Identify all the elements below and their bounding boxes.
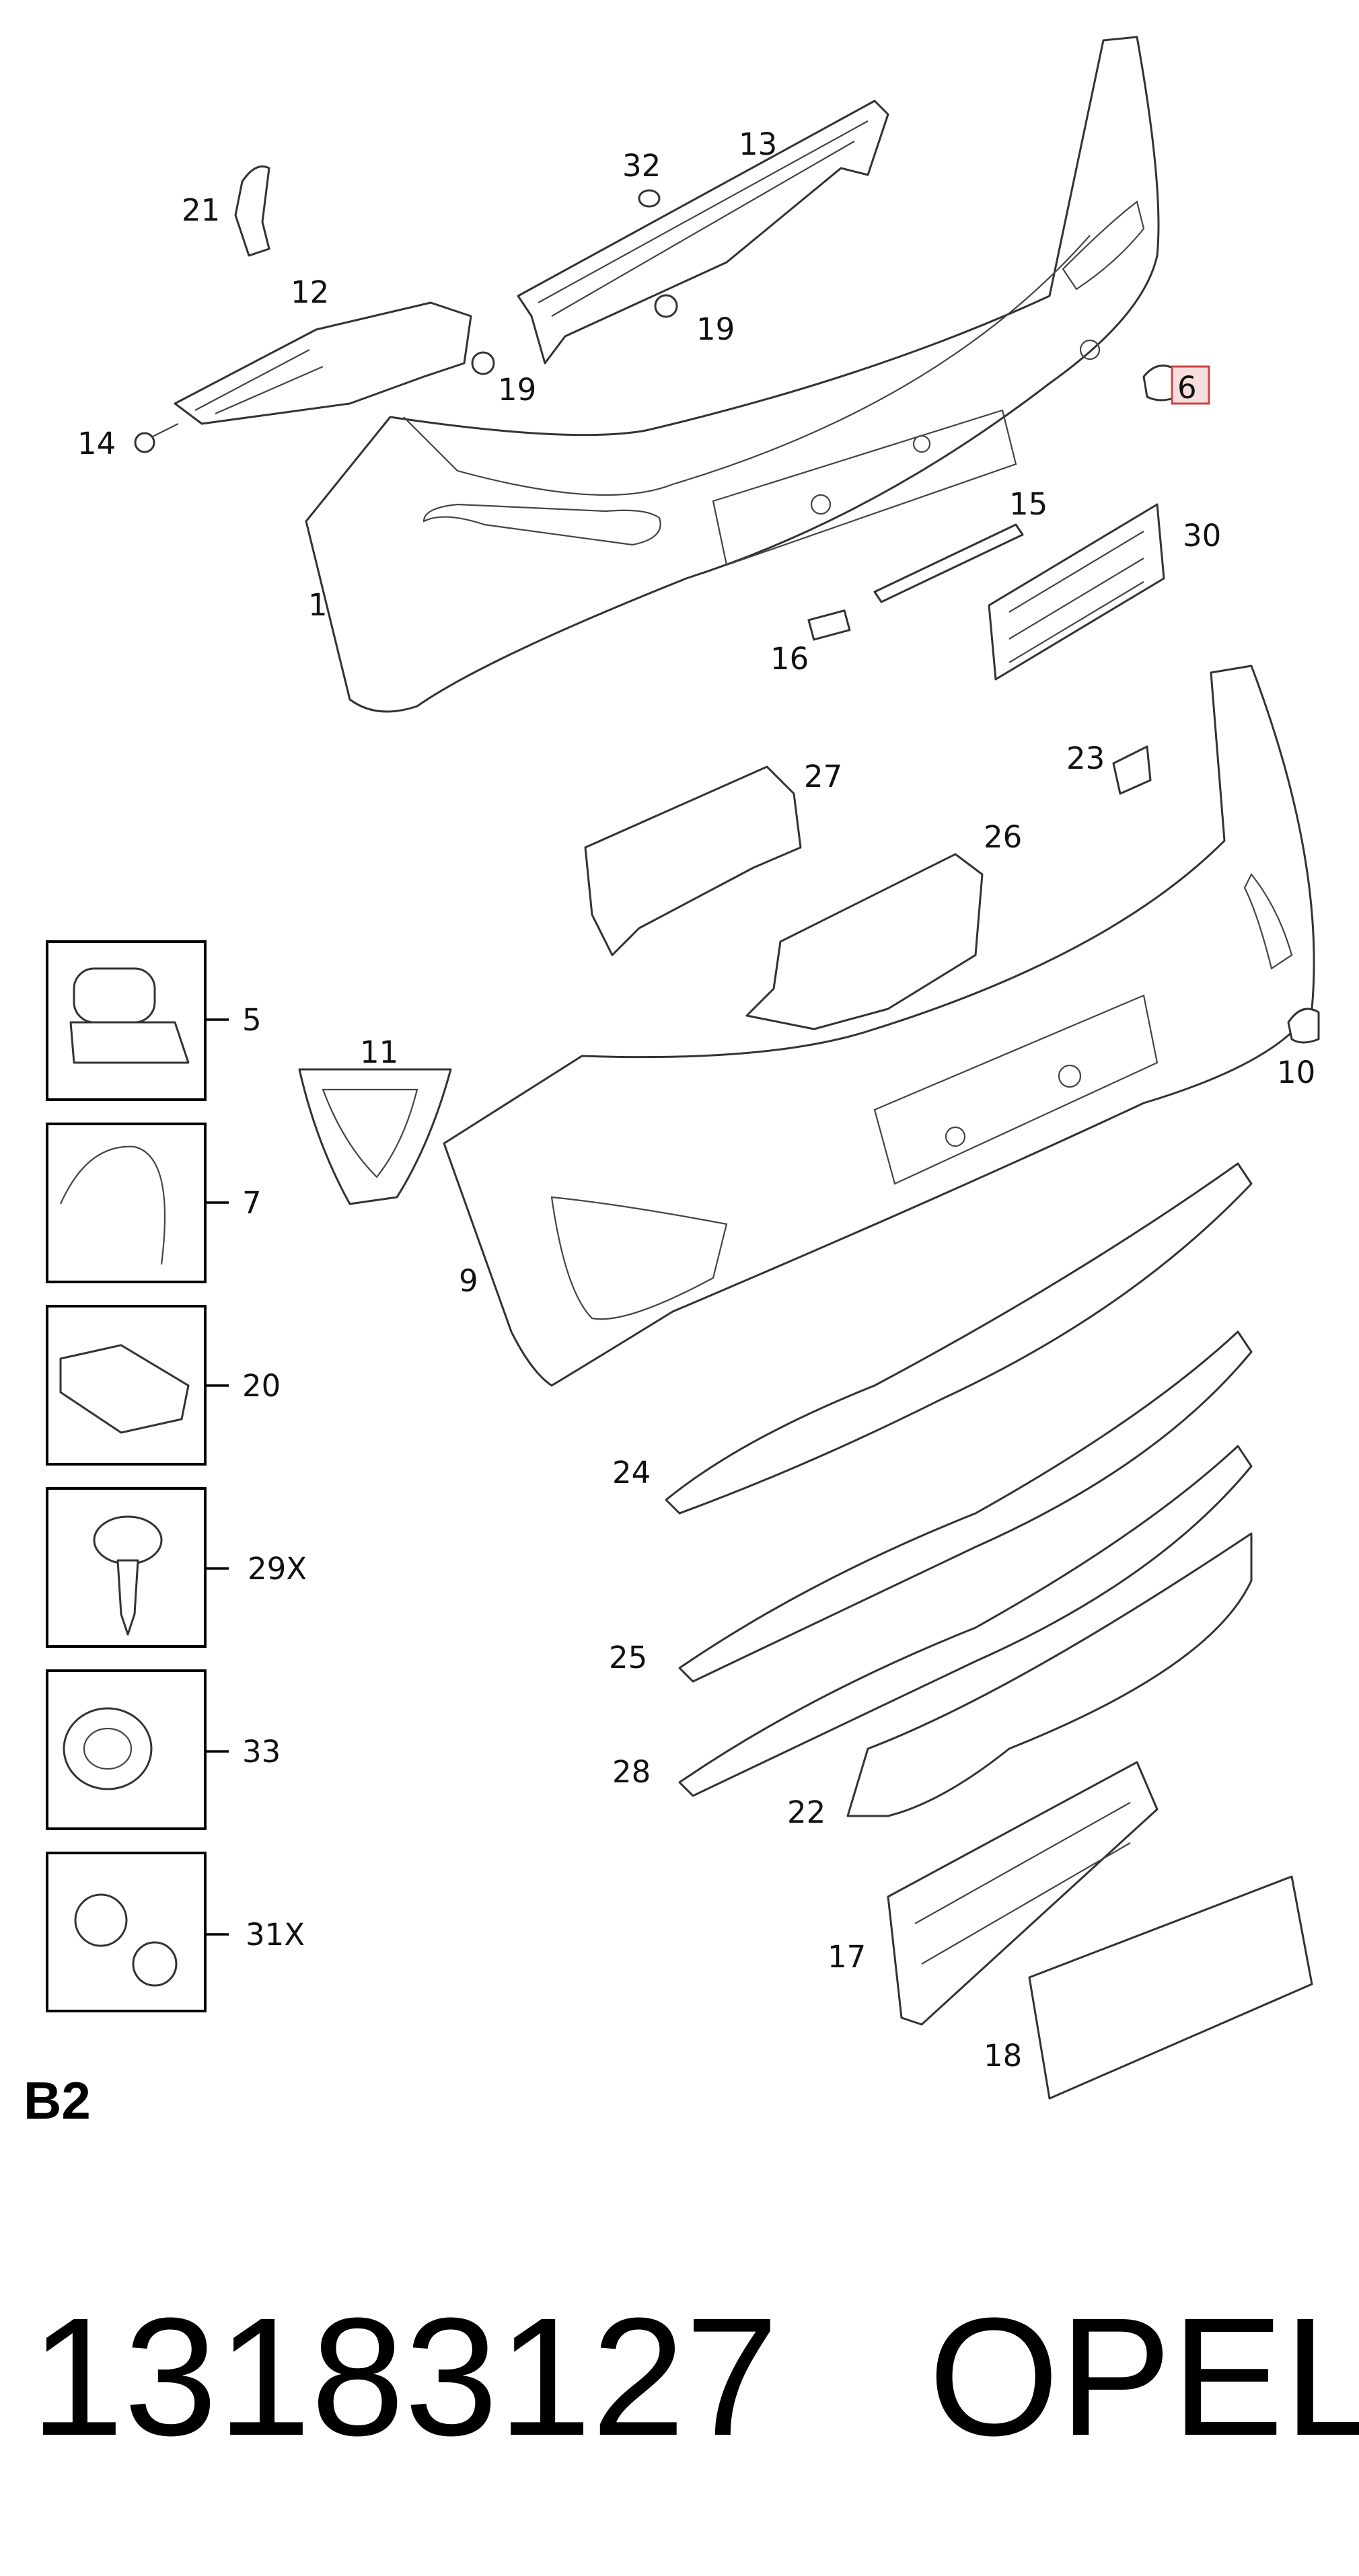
legend-box-20 <box>46 1305 229 1466</box>
retainer-clip-icon <box>59 1344 190 1434</box>
torx-bolt-icon <box>74 1893 178 1987</box>
legend-label: 33 <box>242 1734 281 1770</box>
license-plate-18 <box>1028 1875 1313 2100</box>
wire-clip-icon <box>59 1145 166 1265</box>
callout: 14 <box>77 426 116 461</box>
diffuser-24 <box>665 1162 1253 1515</box>
section-code: B2 <box>24 2071 91 2130</box>
bumper-cover-lower <box>443 665 1315 1387</box>
impact-bar <box>517 100 889 365</box>
side-bracket-left <box>174 301 472 425</box>
legend-box-31X <box>46 1852 229 2012</box>
callout: 13 <box>739 126 777 162</box>
legend-box-5 <box>46 940 229 1101</box>
legend-label: 7 <box>242 1185 262 1221</box>
legend-label: 20 <box>242 1368 281 1404</box>
callout: 25 <box>609 1640 647 1675</box>
bracket-26 <box>745 853 984 1030</box>
tow-cap-10 <box>1287 1008 1320 1044</box>
callout: 24 <box>612 1455 651 1490</box>
legend-label: 29X <box>248 1551 307 1587</box>
highlight-marker <box>1171 365 1210 405</box>
clip-32 <box>638 189 661 208</box>
trim-panel-22 <box>846 1532 1253 1817</box>
callout: 15 <box>1009 486 1048 522</box>
callout: 19 <box>696 311 735 347</box>
callout: 32 <box>622 148 661 184</box>
bracket-27 <box>584 765 802 956</box>
housing-17 <box>887 1761 1159 2026</box>
upper-bracket-21 <box>234 165 270 257</box>
callout: 23 <box>1066 741 1105 776</box>
callout: 28 <box>612 1754 651 1790</box>
callout: 19 <box>498 372 536 408</box>
callout: 21 <box>182 192 220 228</box>
screw-14 <box>134 423 179 453</box>
callout: 18 <box>984 2038 1022 2074</box>
cap-23 <box>1112 745 1152 795</box>
callout: 16 <box>770 641 809 677</box>
legend-box-29X <box>46 1487 229 1648</box>
legend-box-7 <box>46 1123 229 1283</box>
callout: 9 <box>459 1263 478 1299</box>
clip-16 <box>807 609 851 641</box>
callout: 6 <box>1177 370 1197 406</box>
callout: 27 <box>804 759 842 794</box>
callout: 12 <box>291 274 329 310</box>
diffuser-28 <box>678 1445 1253 1797</box>
diffuser-25 <box>678 1330 1253 1683</box>
callout: 17 <box>828 1939 866 1975</box>
retainer-strip-15 <box>873 523 1024 603</box>
part-number: 13183127 <box>30 2283 778 2470</box>
legend-label: 31X <box>246 1917 305 1953</box>
callout: 30 <box>1183 518 1221 554</box>
callout: 10 <box>1277 1055 1315 1090</box>
legend-label: 5 <box>242 1002 262 1038</box>
bumper-cover-upper <box>305 36 1160 713</box>
legend-box-33 <box>46 1669 229 1830</box>
clip-19-a <box>471 351 495 375</box>
clip-19-b <box>654 294 678 318</box>
plate-holder-30 <box>988 503 1165 681</box>
self-tapping-screw-icon <box>93 1515 163 1636</box>
callout: 11 <box>360 1034 398 1070</box>
callout: 26 <box>984 819 1022 855</box>
brand-name: OPEL <box>928 2283 1359 2470</box>
grommet-icon <box>63 1707 153 1790</box>
callout: 22 <box>787 1794 825 1830</box>
spring-nut-icon <box>69 967 190 1064</box>
callout: 1 <box>308 587 328 623</box>
